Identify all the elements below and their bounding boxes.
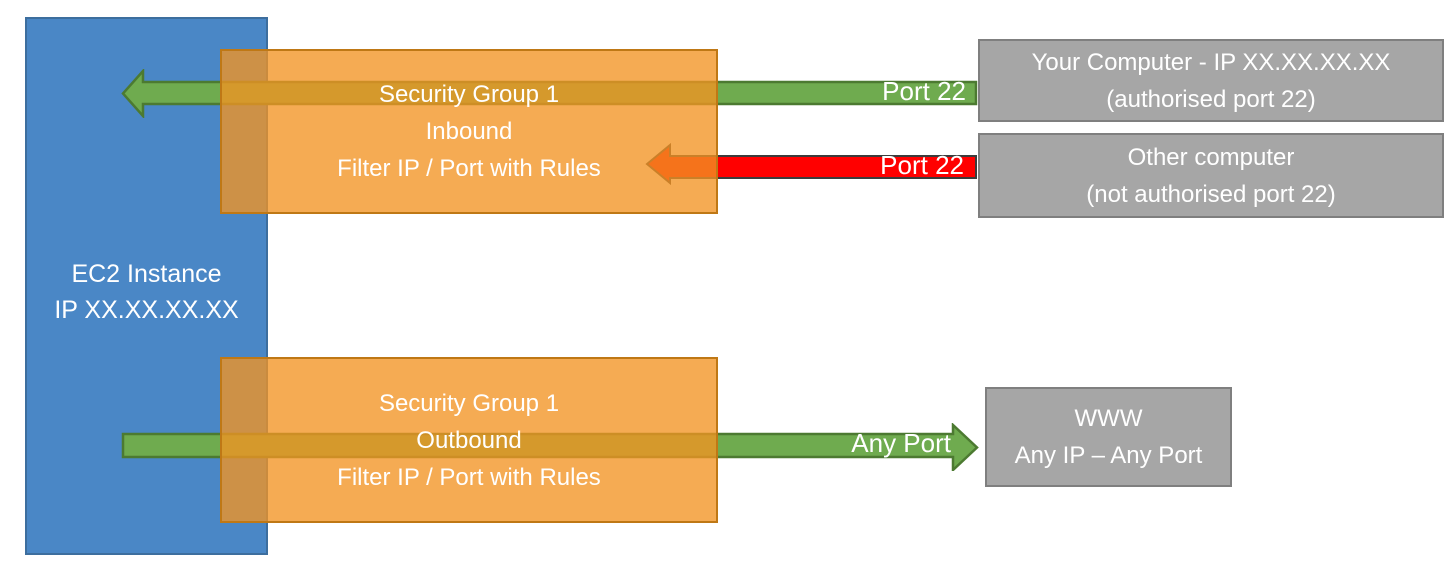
your-computer-box: Your Computer - IP XX.XX.XX.XX (authoris… [978, 39, 1444, 122]
security-group-inbound-direction: Inbound [425, 118, 513, 145]
other-computer-box: Other computer (not authorised port 22) [978, 133, 1444, 218]
other-computer-title: Other computer [1127, 143, 1295, 171]
inbound-allowed-port-label: Port 22 [882, 76, 966, 106]
security-group-inbound-rule: Filter IP / Port with Rules [337, 155, 601, 182]
security-group-outbound-box: Security Group 1 Outbound Filter IP / Po… [220, 357, 718, 523]
security-group-outbound-direction: Outbound [416, 426, 522, 454]
ec2-instance-ip: IP XX.XX.XX.XX [54, 296, 239, 324]
ec2-instance-name: EC2 Instance [71, 260, 222, 288]
your-computer-title: Your Computer - IP XX.XX.XX.XX [1031, 48, 1391, 76]
your-computer-auth: (authorised port 22) [1106, 85, 1316, 113]
security-group-outbound-title: Security Group 1 [378, 389, 560, 417]
security-group-inbound-title: Security Group 1 [378, 81, 560, 108]
other-computer-auth: (not authorised port 22) [1086, 180, 1336, 208]
www-title: WWW [1074, 405, 1143, 432]
security-group-outbound-rule: Filter IP / Port with Rules [337, 463, 601, 491]
outbound-port-label: Any Port [851, 428, 951, 458]
security-group-inbound-box: Security Group 1 Inbound Filter IP / Por… [220, 49, 718, 214]
www-ip-port: Any IP – Any Port [1014, 442, 1203, 469]
inbound-blocked-port-label: Port 22 [880, 150, 964, 180]
www-box: WWW Any IP – Any Port [985, 387, 1232, 487]
